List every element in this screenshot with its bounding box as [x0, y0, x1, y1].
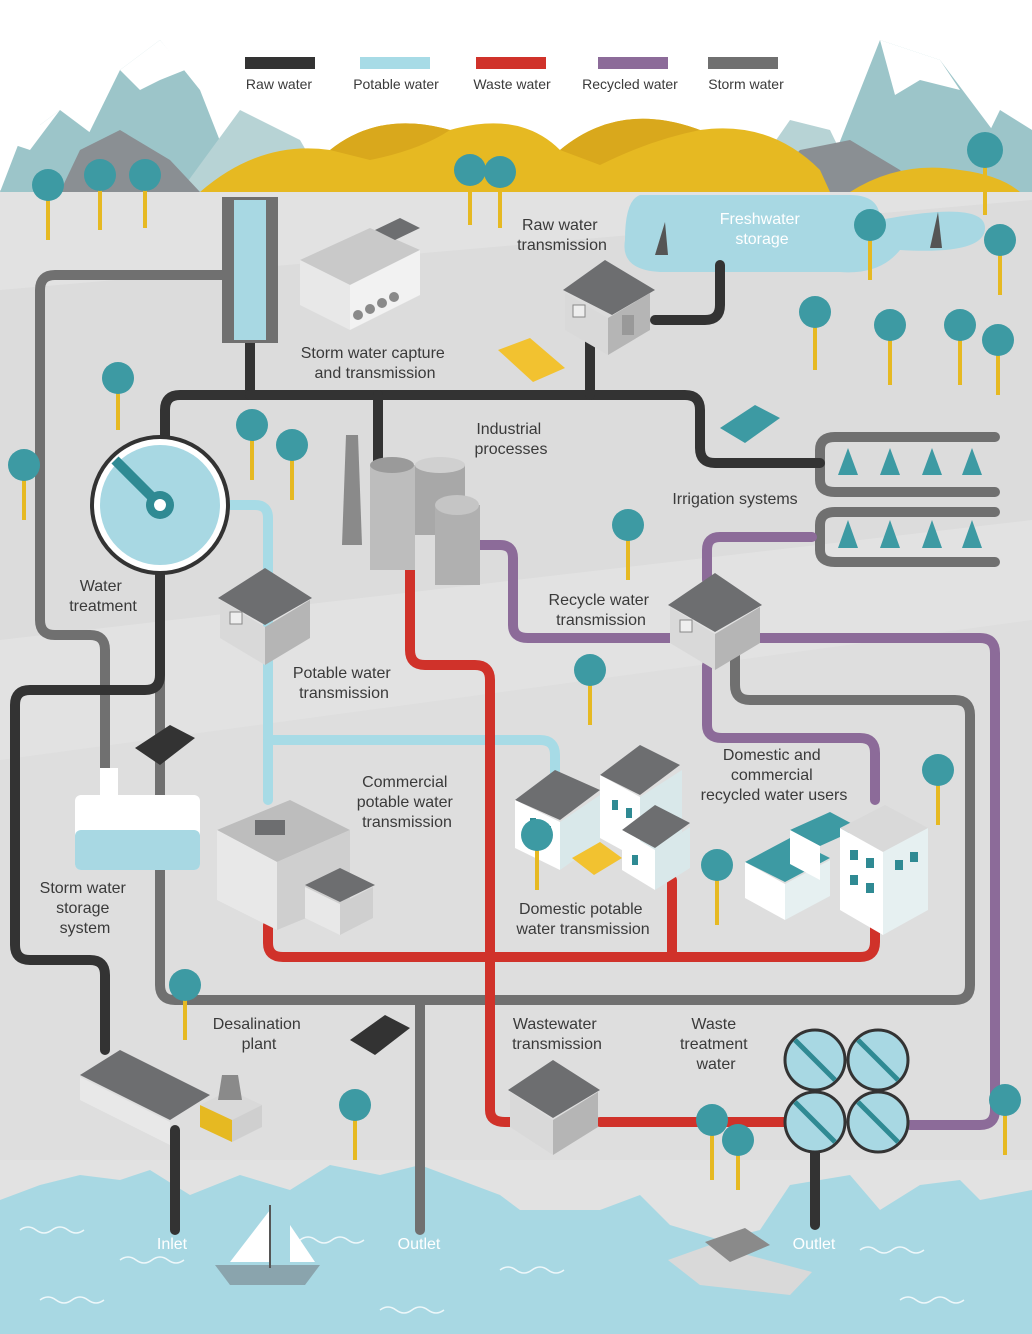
- diagram-labels: Raw water transmission Freshwater storag…: [40, 211, 848, 1253]
- taxi-icon: [572, 842, 622, 875]
- car-icon: [135, 725, 195, 765]
- raw-water-pipe: [160, 335, 255, 445]
- legend-swatch-recycled: [598, 57, 668, 69]
- wastewater-pump-house: [508, 1060, 600, 1155]
- ground-shade-2: [0, 620, 1032, 1160]
- storm-water-channel-water: [234, 200, 266, 340]
- trees: [8, 132, 1021, 1190]
- label-storm-water-capture: Storm water capture and transmission: [301, 345, 450, 382]
- legend: Raw water Potable water Waste water Recy…: [245, 57, 784, 92]
- label-inlet: Inlet: [157, 1236, 188, 1253]
- raw-water-pump-house: [563, 260, 655, 355]
- storm-water-storage-water: [75, 830, 200, 870]
- yellow-hills: [200, 118, 1020, 192]
- waste-water-pipe: [263, 920, 880, 962]
- sailboat-icon: [930, 212, 942, 248]
- label-outlet-2: Outlet: [793, 1236, 836, 1253]
- storm-water-pipe: [155, 535, 975, 1005]
- label-water-treatment: Water treatment: [69, 578, 137, 615]
- sailing-ship: [215, 1205, 320, 1285]
- potable-water-pump-house: [218, 568, 312, 665]
- raw-water-pipe: [245, 390, 825, 468]
- label-freshwater-storage: Freshwater storage: [720, 211, 804, 248]
- legend-label-recycled: Recycled water: [582, 76, 678, 92]
- domestic-houses: [515, 745, 690, 890]
- label-irrigation-systems: Irrigation systems: [672, 491, 797, 508]
- label-desalination-plant: Desalination plant: [213, 1016, 306, 1053]
- sea-waves: [19, 1226, 965, 1314]
- recycled-water-pipe: [475, 540, 675, 643]
- commercial-building: [217, 800, 375, 935]
- motor-boat: [668, 1228, 812, 1295]
- recycled-water-pipe: [702, 660, 880, 805]
- label-recycle-water-transmission: Recycle water transmission: [549, 592, 654, 629]
- label-outlet-1: Outlet: [398, 1236, 441, 1253]
- waste-treatment-dials: [783, 1028, 910, 1154]
- irrigation-crops: [838, 448, 982, 548]
- legend-label-raw: Raw water: [246, 76, 312, 92]
- cars: [135, 338, 780, 1055]
- irrigation-pipe: [815, 507, 1000, 567]
- raw-water-pipe: [10, 555, 165, 1055]
- label-domestic-commercial-recycled: Domestic and commercial recycled water u…: [701, 747, 848, 804]
- legend-swatch-raw: [245, 57, 315, 69]
- legend-swatch-storm: [708, 57, 778, 69]
- label-raw-water-transmission: Raw water transmission: [517, 217, 607, 254]
- potable-water-pipe: [263, 735, 560, 795]
- recycled-water-pipe: [755, 633, 1000, 1130]
- label-storm-water-storage: Storm water storage system: [40, 880, 131, 937]
- label-industrial-processes: Industrial processes: [475, 421, 548, 458]
- storm-water-pipe: [35, 270, 255, 775]
- label-potable-water-transmission: Potable water transmission: [293, 665, 395, 702]
- recycled-water-pipe: [702, 532, 817, 585]
- raw-water-pipe: [650, 260, 725, 325]
- desalination-plant: [80, 1050, 262, 1145]
- taxi-icon: [498, 338, 565, 382]
- industrial-plant: [342, 435, 480, 585]
- commercial-recycled-users: [745, 805, 928, 935]
- label-commercial-potable: Commercial potable water transmission: [357, 774, 458, 831]
- sailboat-icon: [655, 222, 668, 255]
- label-domestic-potable: Domestic potable water transmission: [515, 901, 649, 938]
- car-icon: [720, 405, 780, 443]
- water-treatment-dial: [90, 435, 230, 575]
- legend-label-storm: Storm water: [708, 76, 784, 92]
- waste-water-pipe: [405, 565, 525, 1127]
- legend-box: [228, 42, 806, 98]
- car-icon: [350, 1015, 410, 1055]
- factory-building: [300, 218, 420, 330]
- legend-label-potable: Potable water: [353, 76, 439, 92]
- freshwater-lake: [624, 195, 985, 273]
- legend-label-waste: Waste water: [473, 76, 551, 92]
- storm-water-tank-neck: [100, 768, 118, 798]
- legend-swatch-potable: [360, 57, 430, 69]
- potable-water-pipe: [220, 500, 273, 805]
- legend-swatch-waste: [476, 57, 546, 69]
- recycle-water-pump-house: [668, 573, 762, 670]
- label-wastewater-transmission: Wastewater transmission: [512, 1016, 602, 1053]
- label-waste-treatment-water: Waste treatment water: [680, 1016, 752, 1073]
